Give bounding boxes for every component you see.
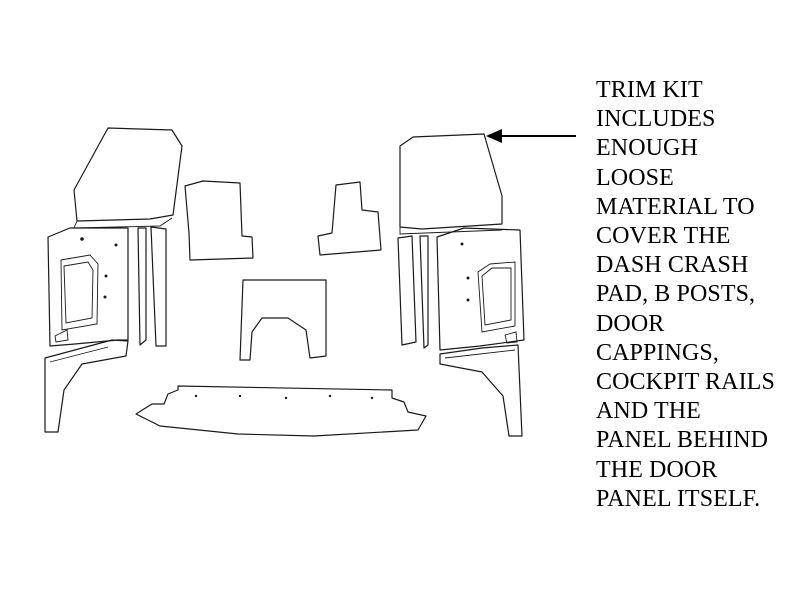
left-upper-panel (73, 127, 183, 229)
right-cockpit-rail (397, 235, 429, 349)
right-lower-panel (439, 344, 523, 437)
left-small-panel (184, 180, 254, 261)
dash-crash-pad (135, 385, 427, 437)
left-lower-panel (44, 339, 129, 433)
right-small-panel (317, 181, 382, 256)
left-door-trim (47, 227, 129, 347)
right-door-trim (436, 227, 525, 351)
left-cockpit-rail (137, 226, 167, 347)
center-tunnel-panel (239, 279, 327, 361)
trim-kit-caption: TRIM KIT INCLUDES ENOUGH LOOSE MATERIAL … (596, 77, 775, 512)
callout-arrow (486, 129, 576, 143)
right-upper-panel (399, 133, 503, 235)
